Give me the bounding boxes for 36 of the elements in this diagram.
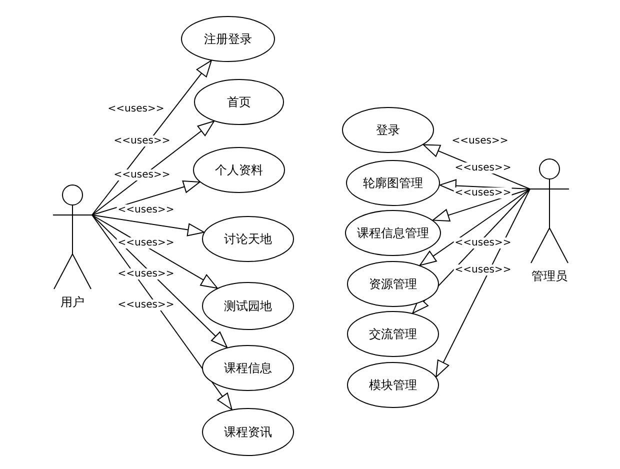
arrow xyxy=(92,180,200,216)
edge-label: <<uses>> xyxy=(454,264,512,276)
arrow xyxy=(419,188,530,266)
use-case-name: 资源管理 xyxy=(369,276,417,292)
edge-label: <<uses>> xyxy=(112,136,172,146)
actor-name: 用户 xyxy=(60,294,84,311)
use-case-name: 个人资料 xyxy=(215,162,263,178)
use-case-name: 交流管理 xyxy=(369,326,417,342)
use-case-name: 课程信息管理 xyxy=(357,224,429,242)
edge-label: <<uses>> xyxy=(116,204,176,216)
arrow xyxy=(92,60,212,216)
use-case-name: 课程信息 xyxy=(224,360,272,376)
actor-name: 管理员 xyxy=(532,268,568,285)
use-case-name: 测试园地 xyxy=(224,298,272,314)
edge-label: <<uses>> xyxy=(116,268,176,280)
arrow xyxy=(436,188,530,378)
arrow xyxy=(92,120,215,216)
edge-label: <<uses>> xyxy=(450,136,510,146)
edge-label: <<uses>> xyxy=(112,170,172,180)
arrow xyxy=(92,214,205,236)
use-case-name: 轮廓图管理 xyxy=(363,174,423,192)
use-case-name: 首页 xyxy=(227,94,251,110)
use-case-name: 注册登录 xyxy=(204,30,252,48)
edge-label: <<uses>> xyxy=(116,238,176,248)
arrow xyxy=(439,179,530,192)
edge-label: <<uses>> xyxy=(116,300,176,310)
use-case-name: 登录 xyxy=(376,122,400,138)
use-case-name: 课程资讯 xyxy=(224,424,272,440)
arrow xyxy=(432,188,530,222)
arrow xyxy=(92,214,228,348)
use-case-name: 讨论天地 xyxy=(224,230,272,248)
use-case-name: 模块管理 xyxy=(369,376,417,394)
edge-label: <<uses>> xyxy=(454,162,512,174)
edge-label: <<uses>> xyxy=(106,104,166,114)
edge-label: <<uses>> xyxy=(454,188,512,198)
edge-label: <<uses>> xyxy=(454,238,512,248)
